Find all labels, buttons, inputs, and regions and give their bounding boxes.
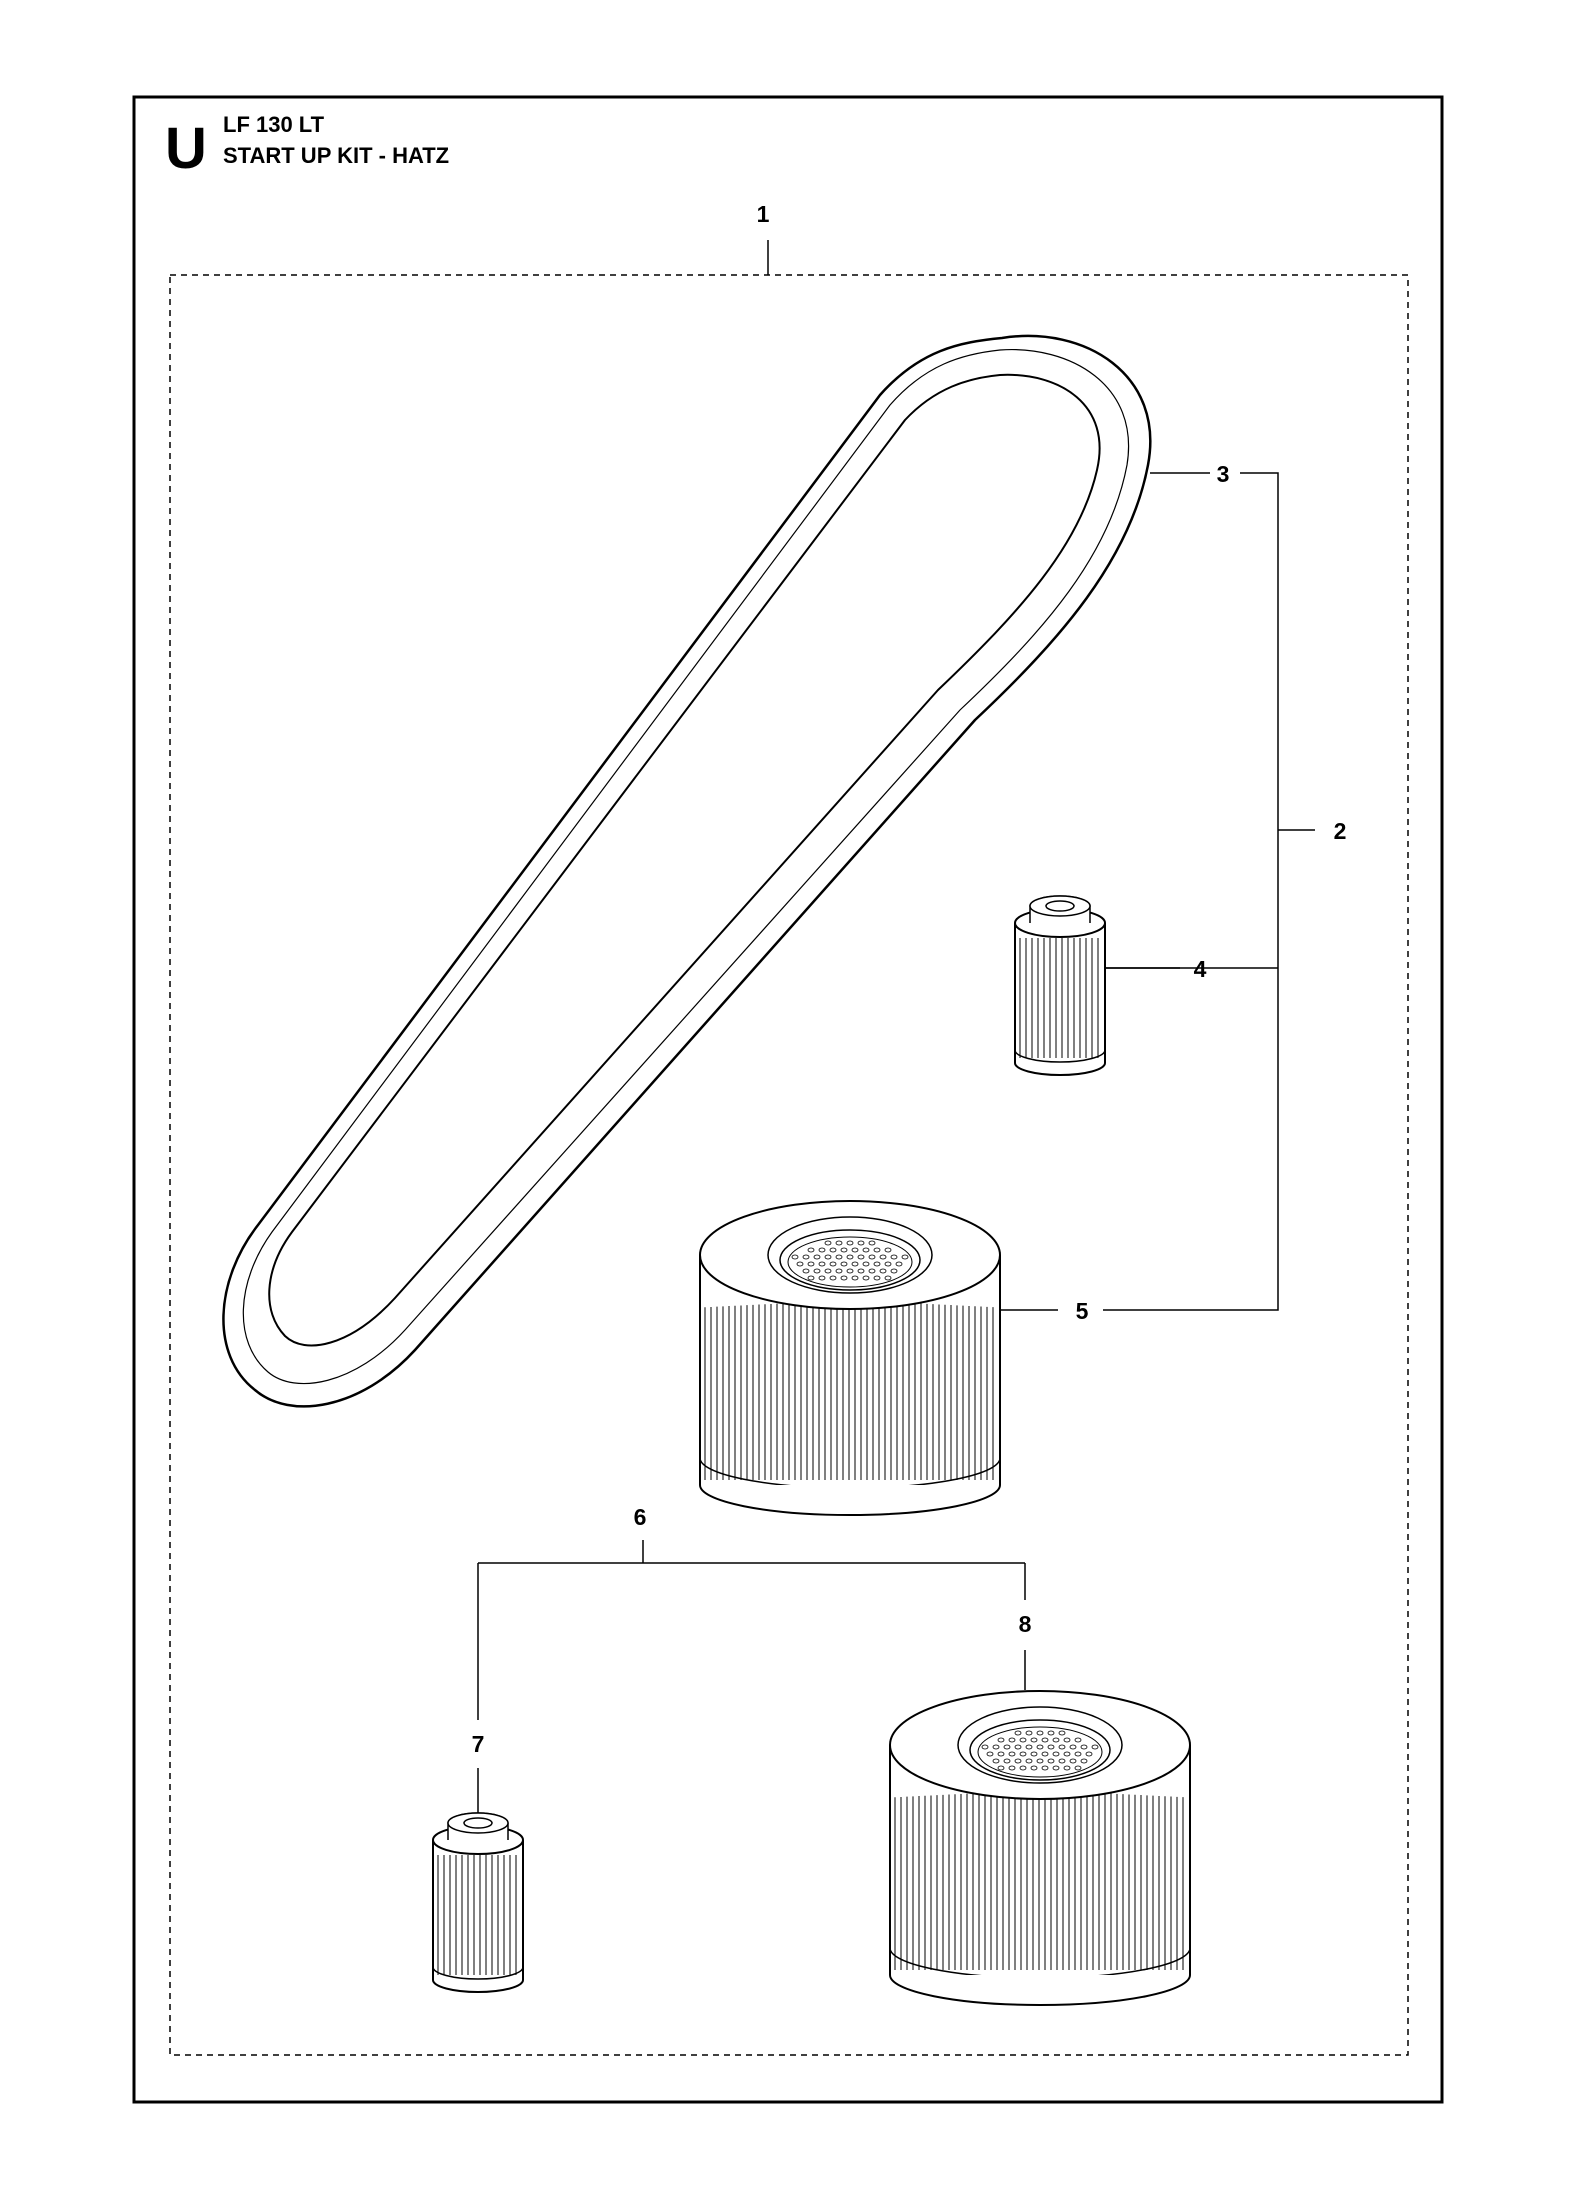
callout-5: 5 xyxy=(1076,1298,1089,1324)
kit-boundary xyxy=(169,274,1409,2056)
group-2-bracket xyxy=(1103,472,1315,1311)
callout-3: 3 xyxy=(1217,461,1230,487)
fuel-filter-b xyxy=(432,1812,524,1993)
air-filter-b xyxy=(889,1690,1191,2006)
v-belt xyxy=(222,334,1152,1408)
kit-title: START UP KIT - HATZ xyxy=(223,143,449,168)
callout-4: 4 xyxy=(1194,956,1207,982)
fuel-filter-a xyxy=(1014,895,1106,1076)
callout-8: 8 xyxy=(1019,1611,1032,1637)
callout-2: 2 xyxy=(1334,818,1347,844)
model-title: LF 130 LT xyxy=(223,112,325,137)
group-6-bracket xyxy=(477,1540,1026,1720)
section-letter: U xyxy=(165,116,207,181)
callout-1: 1 xyxy=(757,201,770,227)
air-filter-a xyxy=(699,1200,1001,1516)
page-border xyxy=(132,95,1444,2104)
callout-6: 6 xyxy=(634,1504,647,1530)
callout-7: 7 xyxy=(472,1731,485,1757)
